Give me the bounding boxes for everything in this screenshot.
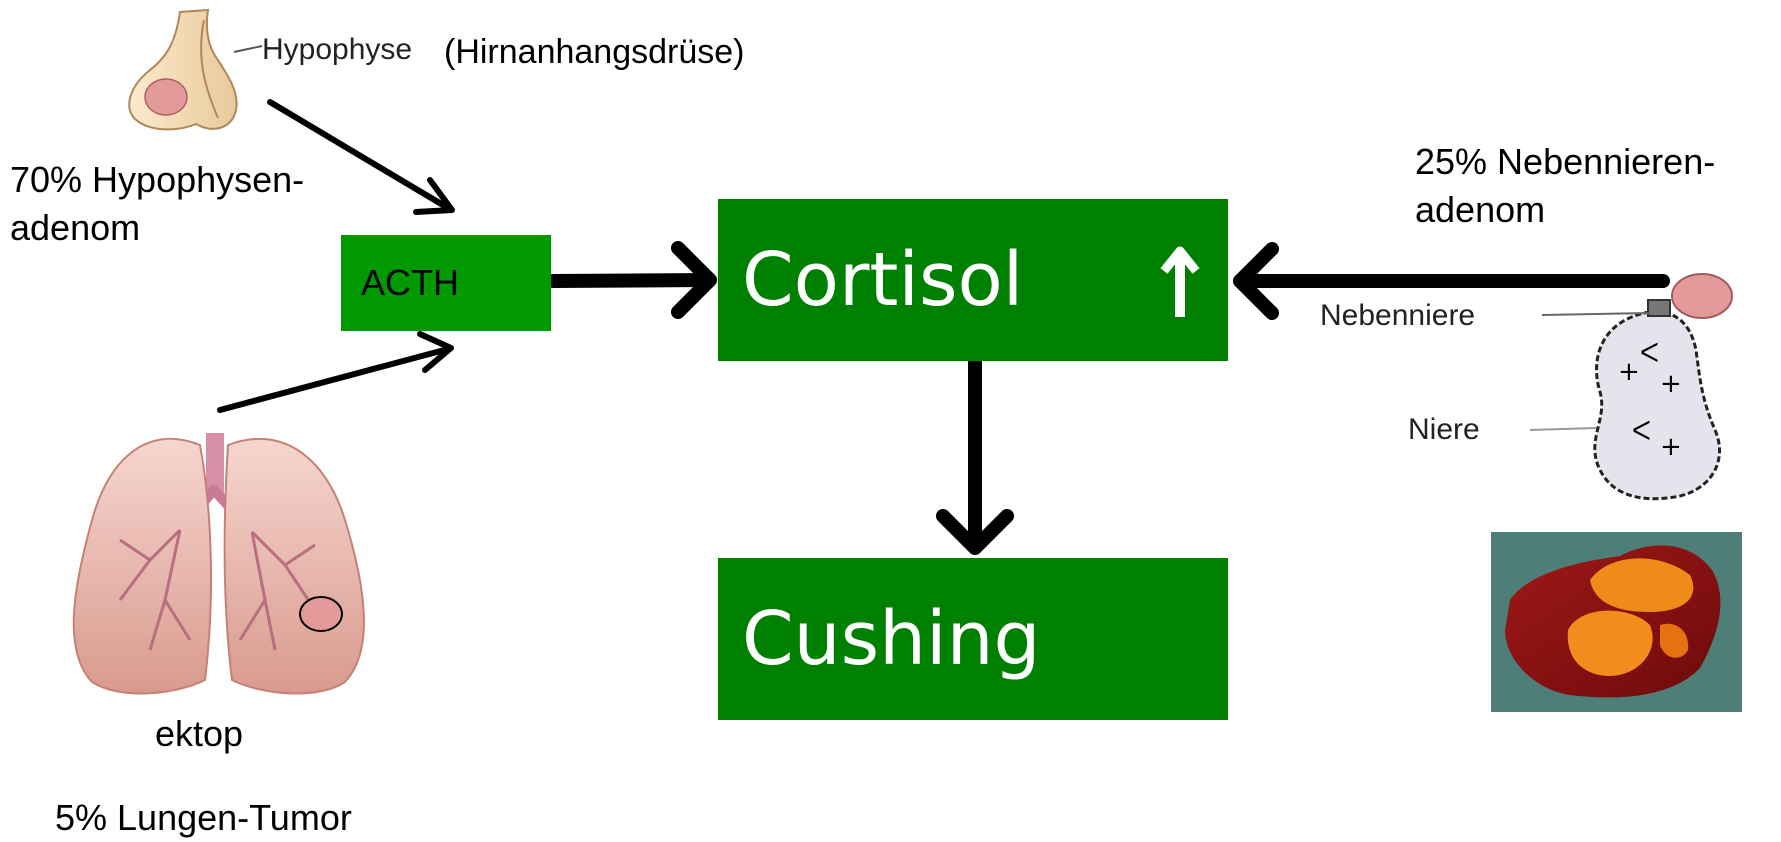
- svg-text:+: +: [1660, 369, 1682, 399]
- hypophysen-adenom-line1: 70% Hypophysen-: [10, 159, 305, 200]
- lungen-tumor-label: 5% Lungen-Tumor: [55, 797, 352, 838]
- arrows: [217, 99, 1670, 555]
- adrenal-tumor-photo: [1491, 532, 1742, 712]
- pituitary-illustration: [128, 8, 263, 131]
- arrow-hypophyse-to-acth: [267, 99, 455, 215]
- niere-label: Niere: [1408, 413, 1480, 446]
- cushing-label: Cushing: [742, 596, 1041, 682]
- arrow-acth-to-cortisol: [546, 241, 717, 319]
- cushing-box: Cushing: [718, 558, 1228, 720]
- adrenal-tumor-icon: [1671, 273, 1733, 319]
- lungs-illustration: [72, 433, 365, 695]
- arrow-up-icon: [1160, 246, 1200, 317]
- acth-box: ACTH: [341, 235, 551, 331]
- acth-label: ACTH: [361, 262, 459, 303]
- ektop-label: ektop: [155, 713, 244, 754]
- nebenniere-label: Nebenniere: [1320, 299, 1476, 332]
- arrow-adrenal-to-cortisol: [1233, 242, 1670, 320]
- lung-tumor-icon: [299, 596, 343, 632]
- hypophysen-adenom-line2: adenom: [10, 207, 141, 248]
- nebennieren-adenom-line2: adenom: [1415, 189, 1546, 230]
- svg-text:ᐸ: ᐸ: [1640, 339, 1659, 369]
- pituitary-tumor-icon: [144, 78, 188, 116]
- arrow-lung-to-acth: [217, 331, 454, 413]
- svg-text:ᐸ: ᐸ: [1632, 417, 1651, 447]
- nebennieren-adenom-line1: 25% Nebennieren-: [1415, 141, 1716, 182]
- kidney-illustration: + ᐸ + ᐸ +: [1529, 273, 1733, 501]
- svg-text:+: +: [1618, 357, 1640, 387]
- cortisol-label: Cortisol: [742, 237, 1024, 323]
- cortisol-box: Cortisol: [718, 199, 1228, 361]
- svg-text:+: +: [1660, 432, 1682, 462]
- arrow-cortisol-to-cushing: [936, 355, 1014, 555]
- hypophyse-label: Hypophyse: [262, 33, 413, 66]
- hirnanhangsdruese-label: (Hirnanhangsdrüse): [444, 33, 745, 71]
